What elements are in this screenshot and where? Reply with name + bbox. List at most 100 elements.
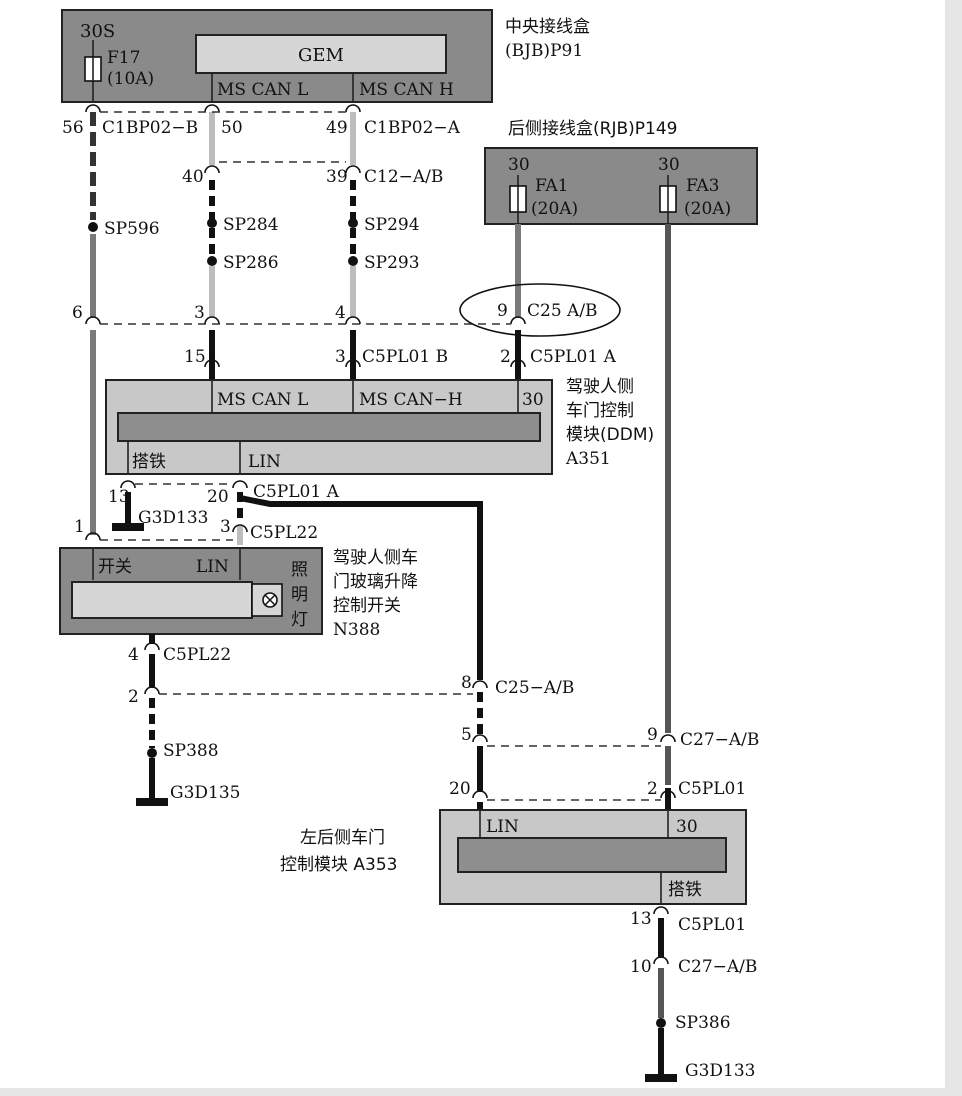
ddm-c5pl01a: C5PL01 A [253, 482, 340, 502]
switch-title-3: 控制开关 [333, 596, 401, 616]
ddm-box [105, 379, 553, 475]
c5pl22-bottom-label: C5PL22 [163, 645, 231, 665]
switch-bottom-wires [136, 634, 473, 806]
sp286-label: SP286 [223, 253, 279, 273]
rjb-pin1: 30 [508, 155, 530, 175]
sp293-label: SP293 [364, 253, 420, 273]
pin-49: 49 [326, 118, 348, 138]
rear-pin-30: 30 [676, 817, 698, 837]
pin-50: 50 [221, 118, 243, 138]
fuse-fa3-label: FA3 [686, 176, 719, 196]
rear-c27: C27−A/B [678, 957, 757, 977]
connector-arcs [85, 104, 526, 368]
pin-2-c5pl01a: 2 [500, 347, 511, 367]
pin-2-c25-left: 2 [128, 687, 139, 707]
pin-9-c27: 9 [647, 725, 658, 745]
g3d133-top-label: G3D133 [138, 508, 208, 528]
ddm-pin-20: 20 [207, 487, 229, 507]
rear-pin-lin: LIN [486, 817, 519, 837]
g3d135-label: G3D135 [170, 783, 240, 803]
switch-title-4: N388 [333, 620, 380, 640]
c1bp02b-label: C1BP02−B [102, 118, 198, 138]
g3d133-bottom-label: G3D133 [685, 1061, 755, 1081]
pin-6: 6 [72, 303, 83, 323]
ddm-title-1: 驾驶人侧 [566, 377, 634, 397]
ddm-pin-13: 13 [108, 487, 130, 507]
page-edge [945, 0, 962, 1096]
ddm-bottom-wires [85, 480, 483, 680]
sp386-dot [656, 1018, 666, 1028]
ddm-title-2: 车门控制 [566, 401, 634, 421]
pin-3-c25: 3 [194, 303, 205, 323]
pin-15: 15 [184, 347, 206, 367]
rjb-box [484, 147, 758, 225]
c25-highlight-ellipse [459, 283, 621, 337]
c1bp02a-label: C1BP02−A [364, 118, 461, 138]
sp294-dot [348, 218, 358, 228]
fuse-fa1-rating: (20A) [531, 199, 578, 219]
fuse-f17-label: F17 [107, 48, 140, 68]
gem-label: GEM [298, 45, 344, 66]
pin-56: 56 [62, 118, 84, 138]
c25-mid-label: C25−A/B [495, 678, 574, 698]
ddm-gnd: 搭铁 [132, 452, 166, 472]
rear-pin-10: 10 [630, 957, 652, 977]
sp286-dot [207, 256, 217, 266]
rjb-pin2: 30 [658, 155, 680, 175]
gem-pin-h: MS CAN H [359, 80, 454, 100]
bjb-code: (BJB)P91 [505, 41, 583, 61]
sp596-dot [88, 222, 98, 232]
fuse-fa1-label: FA1 [535, 176, 568, 196]
ddm-title-4: A351 [565, 449, 611, 469]
switch-pin-4: 4 [128, 645, 139, 665]
c5pl22-top-label: C5PL22 [250, 523, 318, 543]
switch-pin-3: 3 [220, 517, 231, 537]
sp596-label: SP596 [104, 219, 160, 239]
rjb-title: 后侧接线盒(RJB)P149 [508, 119, 677, 139]
switch-box [59, 547, 323, 635]
middle-wires [472, 680, 676, 810]
g3d133-ground-icon [112, 523, 144, 531]
ddm-title-3: 模块(DDM) [566, 425, 654, 445]
pin-39: 39 [326, 167, 348, 187]
top-wires [90, 112, 671, 785]
c27-mid-label: C27−A/B [680, 730, 759, 750]
rear-bottom-wires [645, 906, 677, 1082]
pin-3-c5pl01b: 3 [335, 347, 346, 367]
sp294-label: SP294 [364, 215, 420, 235]
switch-title-1: 驾驶人侧车 [333, 548, 418, 568]
g3d135-ground-icon [136, 798, 168, 806]
rear-gnd: 搭铁 [668, 880, 702, 900]
c5pl01a-label: C5PL01 A [530, 347, 617, 367]
c5pl01b-label: C5PL01 B [362, 347, 448, 367]
lamp-label-3: 灯 [291, 610, 308, 630]
pin-4-c25: 4 [335, 303, 346, 323]
rear-title-2: 控制模块 A353 [280, 855, 397, 875]
ddm-pin-l: MS CAN L [217, 390, 308, 410]
c5pl01-mid-label: C5PL01 [678, 779, 746, 799]
pin-8-c25: 8 [461, 673, 472, 693]
pin-9-c25: 9 [497, 301, 508, 321]
bjb-title: 中央接线盒 [505, 17, 590, 37]
fuse-f17-rating: (10A) [107, 69, 154, 89]
pin-20-c5pl01: 20 [449, 779, 471, 799]
sp388-dot [147, 748, 157, 758]
sp284-label: SP284 [223, 215, 279, 235]
sp284-dot [207, 218, 217, 228]
c25-label: C25 A/B [527, 301, 598, 321]
page-edge-bottom [0, 1088, 962, 1096]
ddm-pin-30: 30 [522, 390, 544, 410]
sp386-label: SP386 [675, 1013, 731, 1033]
rear-c5pl01: C5PL01 [678, 915, 746, 935]
lamp-label-2: 明 [291, 585, 308, 605]
fuse-fa3-rating: (20A) [684, 199, 731, 219]
switch-pin-lin: LIN [196, 557, 229, 577]
rear-title-1: 左后侧车门 [300, 828, 385, 848]
c12-label: C12−A/B [364, 167, 443, 187]
sp293-dot [348, 256, 358, 266]
pin-40: 40 [182, 167, 204, 187]
rear-module-box [439, 809, 747, 905]
lamp-label-1: 照 [291, 560, 308, 580]
